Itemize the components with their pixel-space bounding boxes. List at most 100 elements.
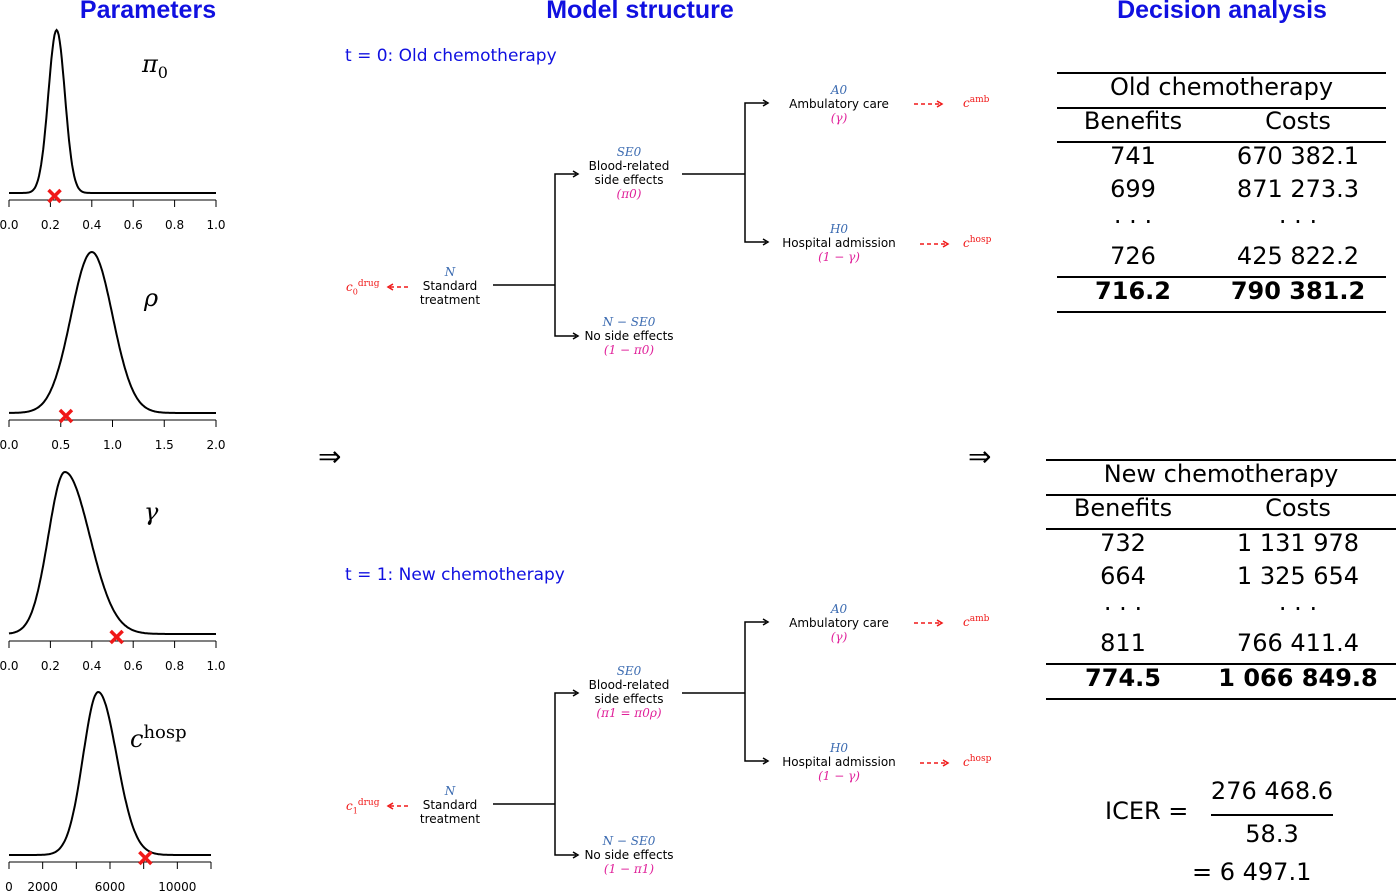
param-symbol-gamma: γ	[144, 498, 159, 526]
x-tick-label: 0.0	[0, 659, 19, 673]
x-tick-label: 0.8	[165, 218, 184, 232]
table-mid-rule	[1046, 494, 1396, 496]
arrowhead-icon	[762, 99, 770, 107]
benefit-cell: 726	[1110, 242, 1156, 270]
drug-cost: c0drug	[346, 279, 380, 297]
node-variable: N − SE0	[602, 315, 656, 329]
node-variable: SE0	[616, 664, 642, 678]
node-label: Blood-related	[588, 159, 670, 173]
arrowhead-icon	[936, 619, 944, 627]
fraction-bar	[1211, 814, 1333, 816]
arrowhead-icon	[572, 170, 580, 178]
node-label: Blood-related	[588, 678, 670, 692]
x-tick-label: 0.5	[51, 438, 70, 452]
table-title: Old chemotherapy	[1109, 73, 1334, 101]
x-tick-label: 0.4	[82, 659, 101, 673]
benefit-cell: 811	[1100, 629, 1146, 657]
arrowhead-icon	[942, 240, 950, 248]
node-label: No side effects	[584, 848, 674, 862]
node-label: Hospital admission	[782, 755, 896, 769]
sampled-value-marker	[109, 629, 124, 645]
column-header-benefits: Benefits	[1073, 494, 1173, 522]
table-header-rule	[1057, 141, 1386, 143]
density-curve	[9, 250, 216, 414]
model-structure-header: Model structure	[546, 0, 734, 24]
node-label: No side effects	[584, 329, 674, 343]
x-tick-label: 10000	[158, 880, 196, 893]
node-label: Ambulatory care	[789, 97, 889, 111]
node-variable: H0	[829, 741, 849, 755]
density-curve	[8, 470, 216, 635]
arrowhead-icon	[572, 689, 580, 697]
table-total-rule	[1057, 276, 1386, 278]
hospital-cost: chosp	[963, 754, 992, 769]
arrowhead-icon	[762, 757, 770, 765]
ambulatory-cost: camb	[963, 614, 990, 629]
node-label: Hospital admission	[782, 236, 896, 250]
arrowhead-icon	[762, 618, 770, 626]
benefit-cell: 732	[1100, 529, 1146, 557]
x-tick-label: 1.0	[103, 438, 122, 452]
benefit-cell: 664	[1100, 562, 1146, 590]
arrow-to-model: ⇒	[318, 440, 342, 473]
sampled-value-marker	[138, 850, 153, 866]
icer-label: ICER =	[1105, 797, 1189, 825]
hospital-cost: chosp	[963, 235, 992, 250]
arrowhead-icon	[572, 851, 580, 859]
x-tick-label: 1.0	[206, 659, 225, 673]
node-variable: H0	[829, 222, 849, 236]
param-symbol-rho: ρ	[144, 284, 159, 312]
cost-cell: · · ·	[1278, 208, 1318, 236]
benefit-cell: 741	[1110, 142, 1156, 170]
branch-line	[554, 692, 576, 856]
cost-cell: 1 131 978	[1236, 529, 1360, 557]
node-probability: (π0)	[616, 187, 642, 201]
param-symbol-chosp: chosp	[130, 722, 187, 753]
column-header-costs: Costs	[1265, 494, 1331, 522]
arrowhead-icon	[762, 238, 770, 246]
node-variable: A0	[830, 602, 848, 616]
cost-cell: 670 382.1	[1236, 142, 1360, 170]
node-label: Ambulatory care	[789, 616, 889, 630]
node-probability: (1 − π1)	[603, 862, 655, 876]
node-probability: (γ)	[830, 630, 848, 644]
icer-result: = 6 497.1	[1192, 858, 1312, 886]
sampled-value-marker	[58, 408, 74, 424]
node-label: side effects	[594, 692, 664, 706]
x-tick-label: 0.0	[0, 438, 19, 452]
table-header-rule	[1046, 528, 1396, 530]
table-mid-rule	[1057, 107, 1386, 109]
table-bottom-rule	[1046, 698, 1396, 700]
tree-label: t = 0: Old chemotherapy	[345, 46, 557, 66]
x-tick-label: 0	[5, 880, 13, 893]
cost-cell: 766 411.4	[1236, 629, 1360, 657]
x-tick-label: 1.5	[155, 438, 174, 452]
x-tick-label: 0.6	[124, 659, 143, 673]
arrowhead-icon	[942, 759, 950, 767]
arrowhead-icon	[386, 283, 394, 291]
node-probability: (1 − γ)	[818, 769, 860, 783]
node-variable: N	[444, 265, 456, 279]
tree-label: t = 1: New chemotherapy	[345, 565, 565, 585]
node-variable: N − SE0	[602, 834, 656, 848]
node-probability: (1 − π0)	[603, 343, 655, 357]
cost-cell: 871 273.3	[1236, 175, 1360, 203]
cost-cell: 1 325 654	[1236, 562, 1360, 590]
node-variable: A0	[830, 83, 848, 97]
branch-line	[744, 102, 766, 243]
x-tick-label: 0.6	[124, 218, 143, 232]
density-curve	[9, 690, 211, 856]
x-tick-label: 6000	[95, 880, 126, 893]
x-tick-label: 0.4	[82, 218, 101, 232]
branch-line	[554, 173, 576, 337]
node-label: side effects	[594, 173, 664, 187]
benefit-cell: · · ·	[1103, 595, 1143, 623]
table-bottom-rule	[1057, 311, 1386, 313]
table-top-rule	[1057, 72, 1386, 74]
table-total-rule	[1046, 663, 1396, 665]
